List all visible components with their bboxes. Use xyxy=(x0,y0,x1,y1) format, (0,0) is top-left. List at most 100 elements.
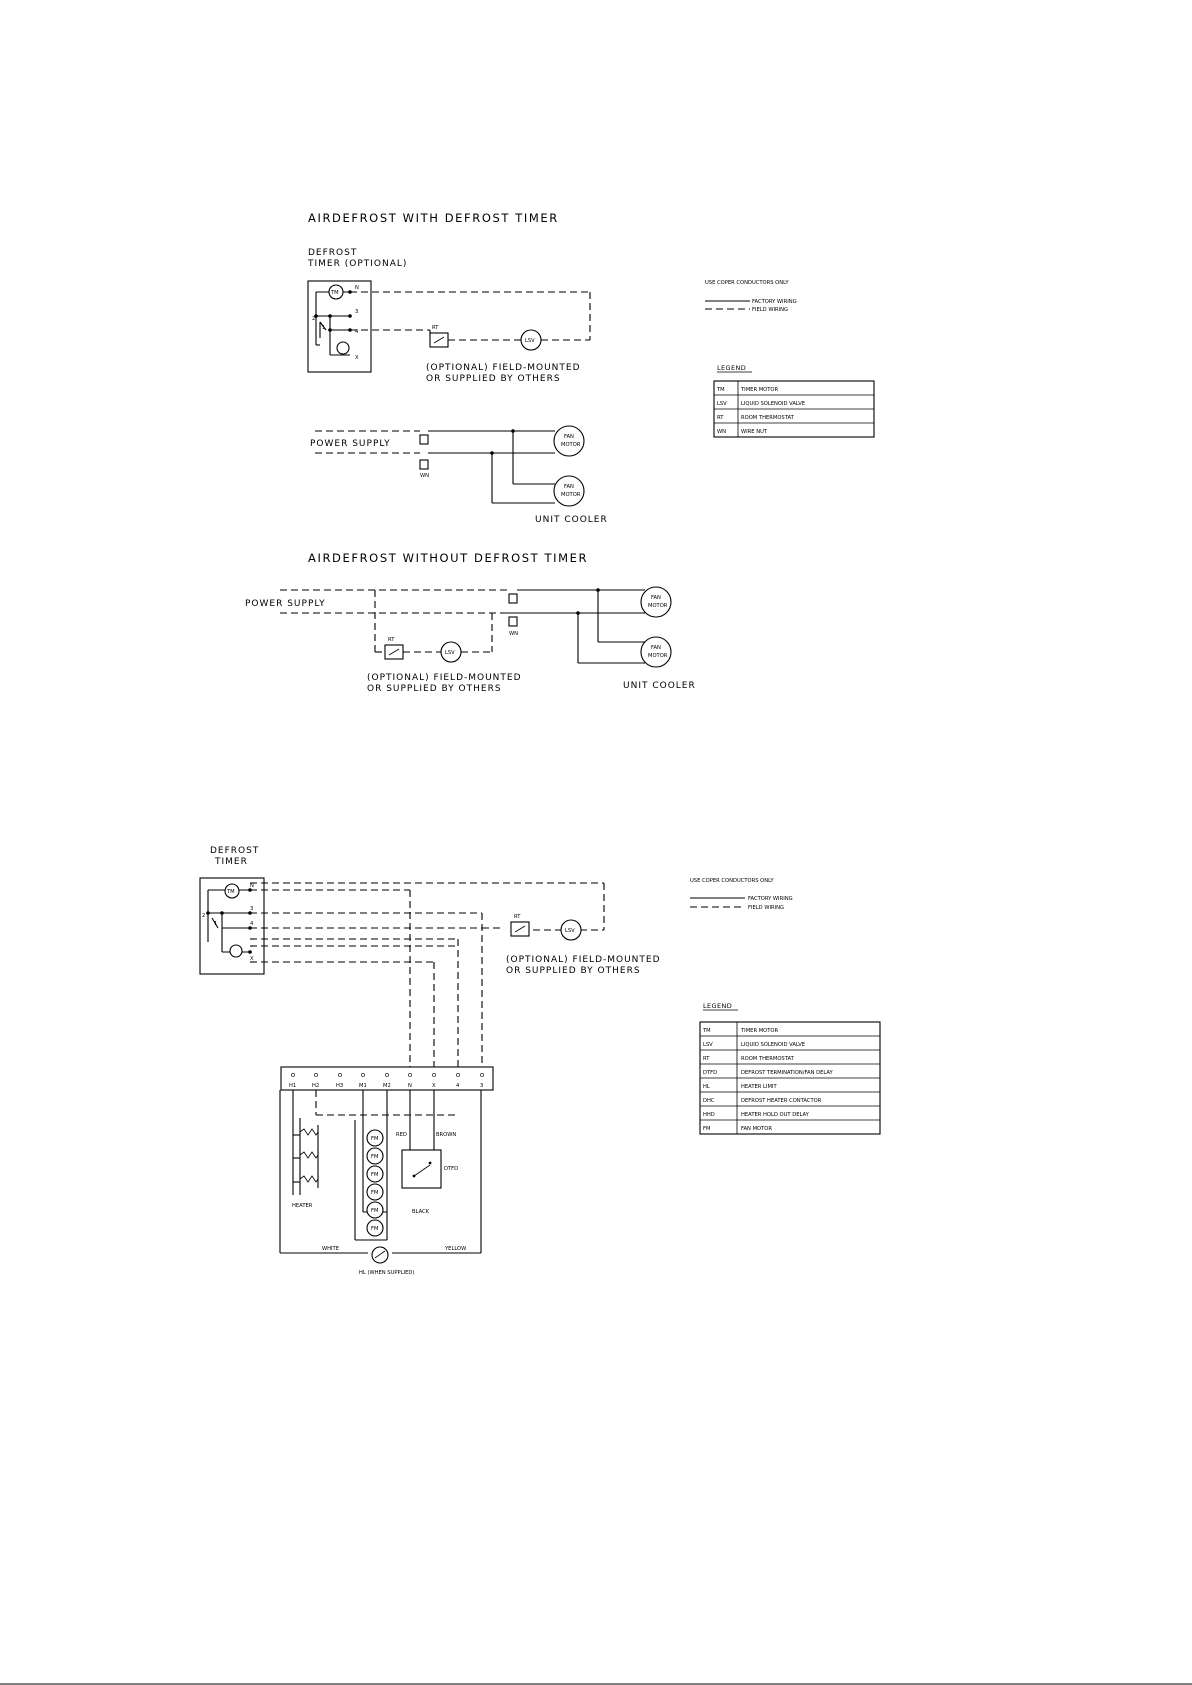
heater-label: HEATER xyxy=(292,1203,313,1209)
fan-motor-1: FAN MOTOR xyxy=(640,586,672,618)
terminal-2: 2 xyxy=(312,316,315,322)
timer-motor-label: TM xyxy=(226,889,235,895)
fan-motor-bank: FM FM FM FM FM FM xyxy=(366,1129,384,1237)
legend-desc: TIMER MOTOR xyxy=(740,387,779,393)
liquid-solenoid-valve-symbol: LSV xyxy=(560,919,582,941)
timer-label-line1: DEFROST xyxy=(210,846,259,856)
legend-desc: DEFROST TERMINATION/FAN DELAY xyxy=(741,1070,834,1076)
timer-motor-label: TM xyxy=(330,290,339,296)
legend-code: DTFD xyxy=(703,1070,717,1076)
optional-note-line1: (OPTIONAL) FIELD-MOUNTED xyxy=(506,955,661,965)
legend-desc: FAN MOTOR xyxy=(741,1126,772,1132)
block-terminal-h1: H1 xyxy=(289,1083,296,1089)
legend-desc: HEATER HOLD OUT DELAY xyxy=(741,1112,810,1118)
legend-code: FM xyxy=(703,1126,710,1132)
legend-table: TM TIMER MOTOR LSV LIQUID SOLENOID VALVE… xyxy=(699,1021,881,1135)
legend-desc: ROOM THERMOSTAT xyxy=(741,1056,795,1062)
optional-note-line2: OR SUPPLIED BY OTHERS xyxy=(367,684,502,694)
factory-wiring-label: FACTORY WIRING xyxy=(748,896,793,902)
dtfd-label: DTFD xyxy=(444,1166,458,1172)
diagram-electric-defrost-timer: DEFROST TIMER TM N 3 4 X 2 1 xyxy=(199,846,881,1276)
fan-motor-text: MOTOR xyxy=(561,442,581,448)
legend-code: LSV xyxy=(717,401,727,407)
block-terminal-m1: M1 xyxy=(359,1083,367,1089)
terminal-n: N xyxy=(355,285,359,291)
legend-desc: HEATER LIMIT xyxy=(741,1084,777,1090)
fan-motor-2: FAN MOTOR xyxy=(553,475,585,507)
unit-cooler-label: UNIT COOLER xyxy=(535,515,608,525)
power-supply-label: POWER SUPPLY xyxy=(245,599,326,609)
factory-wiring-label: FACTORY WIRING xyxy=(752,299,797,305)
terminal-3: 3 xyxy=(355,309,358,315)
fan-motor-text: FAN xyxy=(651,645,661,651)
fan-motor-text: MOTOR xyxy=(648,603,668,609)
wire-brown-label: BROWN xyxy=(436,1132,456,1138)
optional-note-line1: (OPTIONAL) FIELD-MOUNTED xyxy=(426,363,581,373)
conductors-note: USE COPER CONDUCTORS ONLY xyxy=(705,280,789,286)
terminal-n: N xyxy=(250,883,254,889)
timer-label-line1: DEFROST xyxy=(308,248,357,258)
power-supply-label: POWER SUPPLY xyxy=(310,439,391,449)
legend-desc: WIRE NUT xyxy=(741,429,768,435)
fan-motor-text: MOTOR xyxy=(561,492,581,498)
liquid-solenoid-valve-symbol: LSV xyxy=(520,329,542,351)
rt-label: RT xyxy=(514,914,521,920)
legend-code: RT xyxy=(703,1056,710,1062)
wire-nut-symbol: WN xyxy=(508,593,518,637)
timer-label-line2: TIMER xyxy=(214,857,248,867)
diagram-title: AIRDEFROST WITH DEFROST TIMER xyxy=(308,211,559,225)
legend-title: LEGEND xyxy=(703,1002,732,1010)
fan-motor-label: FM xyxy=(371,1190,378,1196)
rt-label: RT xyxy=(432,325,439,331)
terminal-4: 4 xyxy=(250,921,254,927)
block-terminal-n: N xyxy=(408,1083,412,1089)
field-wiring-label: FIELD WIRING xyxy=(752,307,788,313)
terminal-2: 2 xyxy=(202,913,205,919)
lsv-label: LSV xyxy=(445,650,455,656)
optional-note-line2: OR SUPPLIED BY OTHERS xyxy=(506,966,641,976)
lsv-label: LSV xyxy=(525,338,535,344)
wire-yellow-label: YELLOW xyxy=(444,1246,466,1252)
legend-desc: LIQUID SOLENOID VALVE xyxy=(741,401,805,407)
wire-black-label: BLACK xyxy=(412,1209,430,1215)
defrost-timer-box: TM N 3 4 X 2 1 xyxy=(307,280,372,373)
timer-motor-symbol xyxy=(328,284,344,300)
wire-nut-label: WN xyxy=(509,631,518,637)
wire-white-label: WHITE xyxy=(322,1246,339,1252)
conductors-note: USE COPER CONDUCTORS ONLY xyxy=(690,878,774,884)
legend-desc: ROOM THERMOSTAT xyxy=(741,415,795,421)
terminal-1: 1 xyxy=(322,325,325,331)
unit-cooler-label: UNIT COOLER xyxy=(623,681,696,691)
block-terminal-m2: M2 xyxy=(383,1083,391,1089)
block-terminal-4: 4 xyxy=(456,1083,460,1089)
legend-code: LSV xyxy=(703,1042,713,1048)
room-thermostat-symbol: RT xyxy=(384,637,404,660)
block-terminal-h3: H3 xyxy=(336,1083,343,1089)
fan-motor-label: FM xyxy=(371,1172,378,1178)
legend-desc: DEFROST HEATER CONTACTOR xyxy=(741,1098,822,1104)
terminal-1: 1 xyxy=(214,921,217,927)
legend-desc: LIQUID SOLENOID VALVE xyxy=(741,1042,805,1048)
wire-nut-symbol: WN xyxy=(419,434,429,479)
legend-code: TM xyxy=(716,387,725,393)
fan-motor-label: FM xyxy=(371,1136,378,1142)
timer-label-line2: TIMER (OPTIONAL) xyxy=(307,259,407,269)
legend-code: DHC xyxy=(703,1098,715,1104)
terminal-x: X xyxy=(355,355,359,361)
fan-motor-text: MOTOR xyxy=(648,653,668,659)
fan-motor-label: FM xyxy=(371,1226,378,1232)
timer-motor-symbol xyxy=(224,883,240,899)
optional-note-line2: OR SUPPLIED BY OTHERS xyxy=(426,374,561,384)
wire-nut-label: WN xyxy=(420,473,429,479)
rt-label: RT xyxy=(388,637,395,643)
legend-code: HL xyxy=(703,1084,710,1090)
block-terminal-3: 3 xyxy=(480,1083,483,1089)
hl-note: HL (WHEN SUPPLIED) xyxy=(359,1270,414,1276)
terminal-4: 4 xyxy=(355,329,359,335)
terminal-block: H1 H2 H3 M1 M2 N X 4 3 xyxy=(280,1066,494,1091)
fan-motor-text: FAN xyxy=(564,484,574,490)
field-wiring-label: FIELD WIRING xyxy=(748,905,784,911)
timer-cam-symbol xyxy=(229,944,243,958)
legend-title: LEGEND xyxy=(717,364,746,372)
